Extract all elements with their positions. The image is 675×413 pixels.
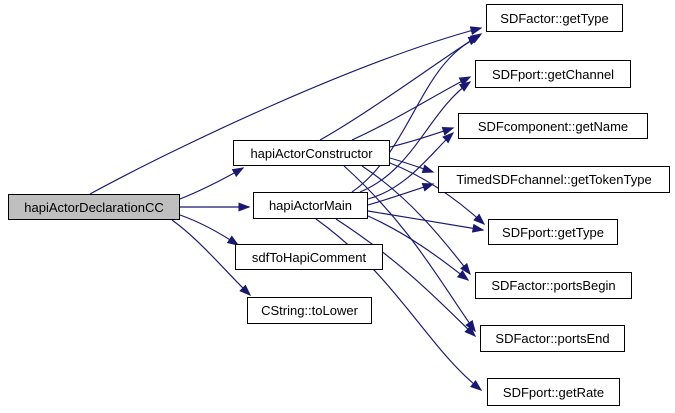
- edge-main-portsBegin: [367, 215, 470, 281]
- edge-ctor-portsEnd: [343, 165, 476, 333]
- edge-ctor-getName: [389, 127, 455, 148]
- node-ctor[interactable]: hapiActorConstructor: [233, 140, 390, 166]
- node-getChannel[interactable]: SDFport::getChannel: [475, 60, 631, 88]
- edge-main-getTypeP: [367, 210, 485, 233]
- edge-decl-comment: [179, 214, 240, 246]
- node-decl: hapiActorDeclarationCC: [8, 194, 180, 220]
- edge-main-tokenType: [367, 183, 435, 206]
- node-getTypeP[interactable]: SDFport::getType: [488, 219, 618, 245]
- edge-decl-tolower: [171, 219, 252, 297]
- node-tolower[interactable]: CString::toLower: [247, 297, 372, 324]
- edge-main-getTypeA: [351, 36, 481, 193]
- node-getName[interactable]: SDFcomponent::getName: [458, 113, 648, 139]
- node-tokenType[interactable]: TimedSDFchannel::getTokenType: [438, 166, 670, 193]
- node-comment[interactable]: sdfToHapiComment: [235, 244, 383, 270]
- edge-main-portsEnd: [335, 218, 477, 338]
- edge-ctor-portsBegin: [361, 165, 471, 276]
- edge-main-getRate: [315, 218, 483, 391]
- node-getRate[interactable]: SDFport::getRate: [487, 378, 620, 406]
- edge-ctor-getTypeA: [319, 33, 483, 141]
- edge-main-getChannel: [359, 81, 472, 193]
- node-portsEnd[interactable]: SDFactor::portsEnd: [480, 325, 625, 352]
- edge-main-getName: [367, 131, 455, 200]
- edge-decl-ctor: [179, 167, 245, 200]
- node-portsBegin[interactable]: SDFactor::portsBegin: [475, 272, 632, 299]
- node-getTypeA[interactable]: SDFactor::getType: [486, 4, 623, 32]
- edge-ctor-tokenType: [389, 157, 435, 173]
- edge-decl-getTypeA: [89, 26, 483, 195]
- node-main[interactable]: hapiActorMain: [253, 192, 368, 219]
